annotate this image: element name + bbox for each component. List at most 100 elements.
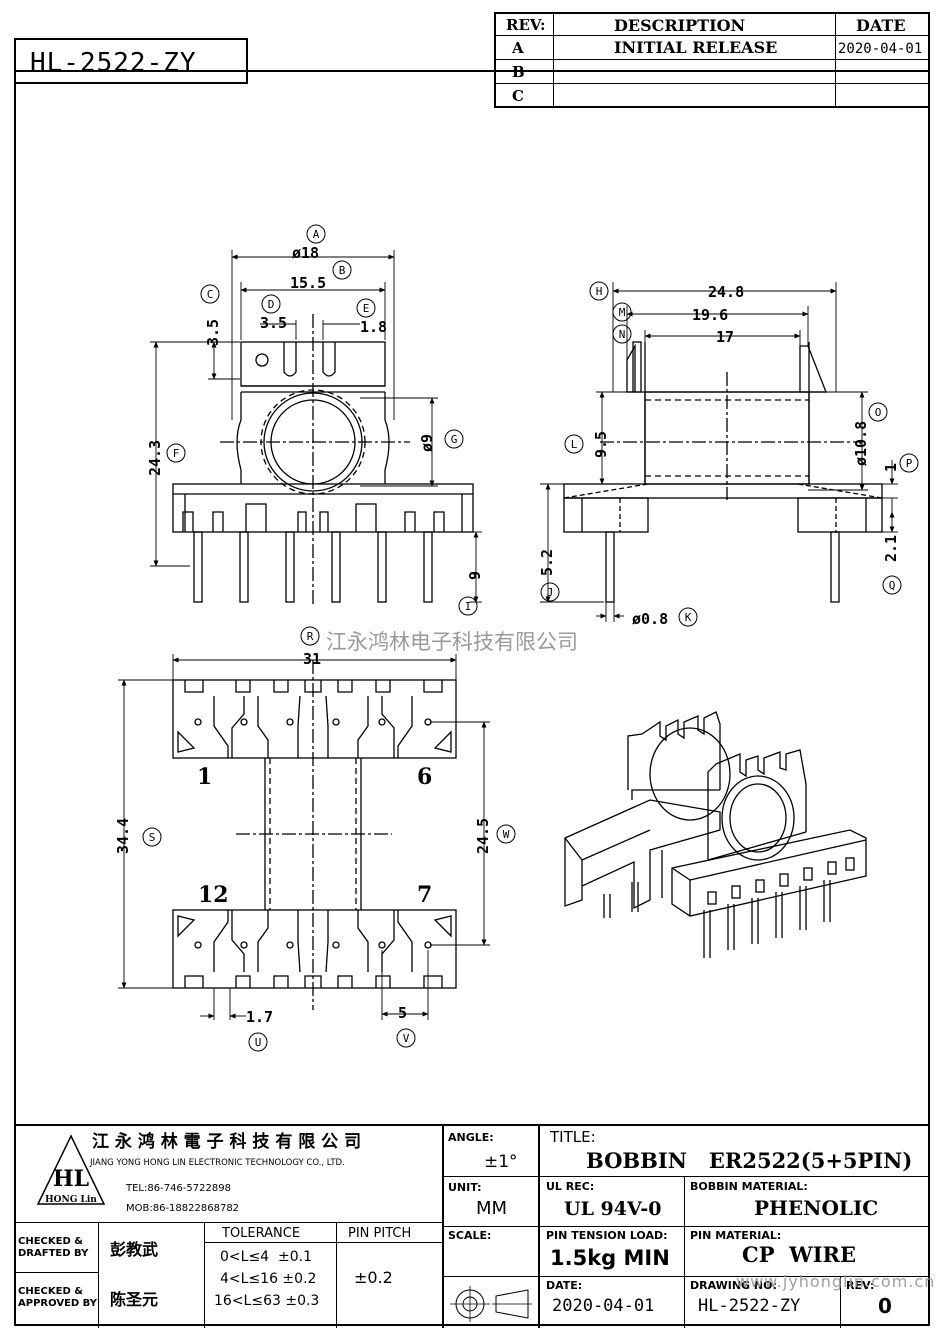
dim-n: 17 <box>716 328 734 346</box>
dim-a: ø18 <box>292 244 319 262</box>
pin-pitch-value: ±0.2 <box>354 1268 393 1287</box>
isometric-view <box>564 711 867 958</box>
dim-c: 3.5 <box>204 319 222 346</box>
logo-mark: HL <box>53 1166 89 1192</box>
drawing-frame <box>14 70 930 1326</box>
tolerance-row-1: 0<L≤4 ±0.1 <box>220 1249 312 1265</box>
unit-value: MM <box>476 1198 508 1219</box>
callout-u-letter: U <box>255 1036 262 1049</box>
revision-table: REV: DESCRIPTION DATE A INITIAL RELEASE … <box>494 12 930 108</box>
callout-l-letter: L <box>571 438 578 451</box>
drawing-no-value: HL-2522-ZY <box>698 1296 801 1316</box>
unit-label: UNIT: <box>448 1181 482 1194</box>
watermark: 江永鸿林电子科技有限公司 <box>326 630 578 654</box>
pin-label-7: 7 <box>417 882 432 908</box>
pin-material-label: PIN MATERIAL: <box>690 1229 782 1242</box>
checked-drafted-label: CHECKED & DRAFTED BY <box>18 1236 89 1259</box>
tolerance-label: TOLERANCE <box>222 1226 301 1241</box>
drawing-no-label: DRAWING NO: <box>690 1279 777 1292</box>
callout-a-letter: A <box>313 228 320 241</box>
checked-approved-label: CHECKED & APPROVED BY <box>18 1286 97 1309</box>
date-header: DATE <box>856 16 906 35</box>
dim-w: 24.5 <box>474 818 492 854</box>
callout-h-letter: H <box>596 285 603 298</box>
pin-label-12: 12 <box>198 882 229 908</box>
dim-r: 31 <box>303 650 321 668</box>
dim-s: 34.4 <box>114 818 132 854</box>
company-logo: HL HONG Lin <box>36 1134 106 1205</box>
rev-row-b: B <box>512 63 525 81</box>
website: www.jyhonglin.com.cn <box>736 1272 936 1291</box>
title-label: TITLE: <box>550 1128 596 1146</box>
angle-label: ANGLE: <box>448 1131 494 1144</box>
date-value: 2020-04-01 <box>552 1296 655 1316</box>
side-view <box>540 282 898 622</box>
callout-j-letter: J <box>547 586 554 599</box>
callout-k-letter: K <box>685 611 692 624</box>
rev-row-a-date: 2020-04-01 <box>838 41 923 57</box>
callout-o-letter: O <box>875 406 882 419</box>
company-name-cn: 江 永 鸿 林 電 子 科 技 有 限 公 司 <box>92 1132 362 1152</box>
pin-tension-value: 1.5kg MIN <box>550 1246 670 1270</box>
pin-label-1: 1 <box>197 764 212 790</box>
scale-label: SCALE: <box>448 1229 492 1242</box>
dim-l: 9.5 <box>592 431 610 458</box>
callout-b-letter: B <box>339 264 346 277</box>
pin-tension-label: PIN TENSION LOAD: <box>546 1229 668 1242</box>
checked-approved-value: 陈圣元 <box>110 1290 159 1309</box>
dim-g: ø9 <box>418 434 436 452</box>
company-mob: MOB:86-18822868782 <box>126 1203 240 1214</box>
rev-label: REV: <box>846 1279 875 1292</box>
technical-drawing: ø18 15.5 3.5 1.8 3.5 24.3 ø9 9 24.8 19.6… <box>114 224 919 1052</box>
rev-row-a: A <box>512 39 524 57</box>
callout-e-letter: E <box>363 302 370 315</box>
callout-q-letter: Q <box>889 579 896 592</box>
dim-b: 15.5 <box>290 274 326 292</box>
callout-f-letter: F <box>173 447 180 460</box>
ul-label: UL REC: <box>546 1180 595 1193</box>
dim-v: 5 <box>398 1004 407 1022</box>
callout-n-letter: N <box>619 328 626 341</box>
dim-e: 1.8 <box>360 318 387 336</box>
pin-label-6: 6 <box>417 764 432 790</box>
dim-h: 24.8 <box>708 283 744 301</box>
callout-s-letter: S <box>149 831 156 844</box>
description-header: DESCRIPTION <box>614 16 746 35</box>
callout-i-letter: I <box>465 600 472 613</box>
part-number: HL-2522-ZY <box>30 48 197 78</box>
callout-c-letter: C <box>207 288 214 301</box>
dim-d: 3.5 <box>260 314 287 332</box>
title-value: BOBBIN ER2522(5+5PIN) <box>586 1148 913 1173</box>
callout-r-letter: R <box>307 630 314 643</box>
dim-i: 9 <box>466 571 484 580</box>
tolerance-row-3: 16<L≤63 ±0.3 <box>214 1293 320 1309</box>
callout-d-letter: D <box>268 298 275 311</box>
tolerance-row-2: 4<L≤16 ±0.2 <box>220 1271 317 1287</box>
dim-u: 1.7 <box>246 1008 273 1026</box>
callout-v-letter: V <box>403 1032 410 1045</box>
angle-value: ±1° <box>484 1152 518 1172</box>
pin-material-value: CP WIRE <box>742 1242 856 1267</box>
dim-q: 2.1 <box>882 535 900 562</box>
rev-row-a-description: INITIAL RELEASE <box>614 38 778 57</box>
date-label: DATE: <box>546 1279 583 1292</box>
bobbin-material-label: BOBBIN MATERIAL: <box>690 1180 808 1193</box>
part-number-box: HL-2522-ZY <box>14 38 248 84</box>
rev-value: 0 <box>878 1294 892 1318</box>
dim-f: 24.3 <box>146 440 164 476</box>
rev-row-c: C <box>512 87 524 105</box>
front-view <box>150 250 482 606</box>
callout-p-letter: P <box>906 457 913 470</box>
dim-j: 5.2 <box>538 549 556 576</box>
dim-p: 1 <box>882 463 900 472</box>
callout-w-letter: W <box>503 828 510 841</box>
checked-drafted-value: 彭教武 <box>110 1240 159 1259</box>
company-name-en: JIANG YONG HONG LIN ELECTRONIC TECHNOLOG… <box>90 1158 345 1168</box>
dim-o: ø10.8 <box>852 421 870 466</box>
callout-g-letter: G <box>451 433 458 446</box>
dim-m: 19.6 <box>692 306 728 324</box>
projection-symbol-icon <box>450 1286 532 1322</box>
bottom-view <box>118 654 490 1020</box>
dim-k: ø0.8 <box>632 610 668 628</box>
company-tel: TEL:86-746-5722898 <box>126 1183 231 1194</box>
